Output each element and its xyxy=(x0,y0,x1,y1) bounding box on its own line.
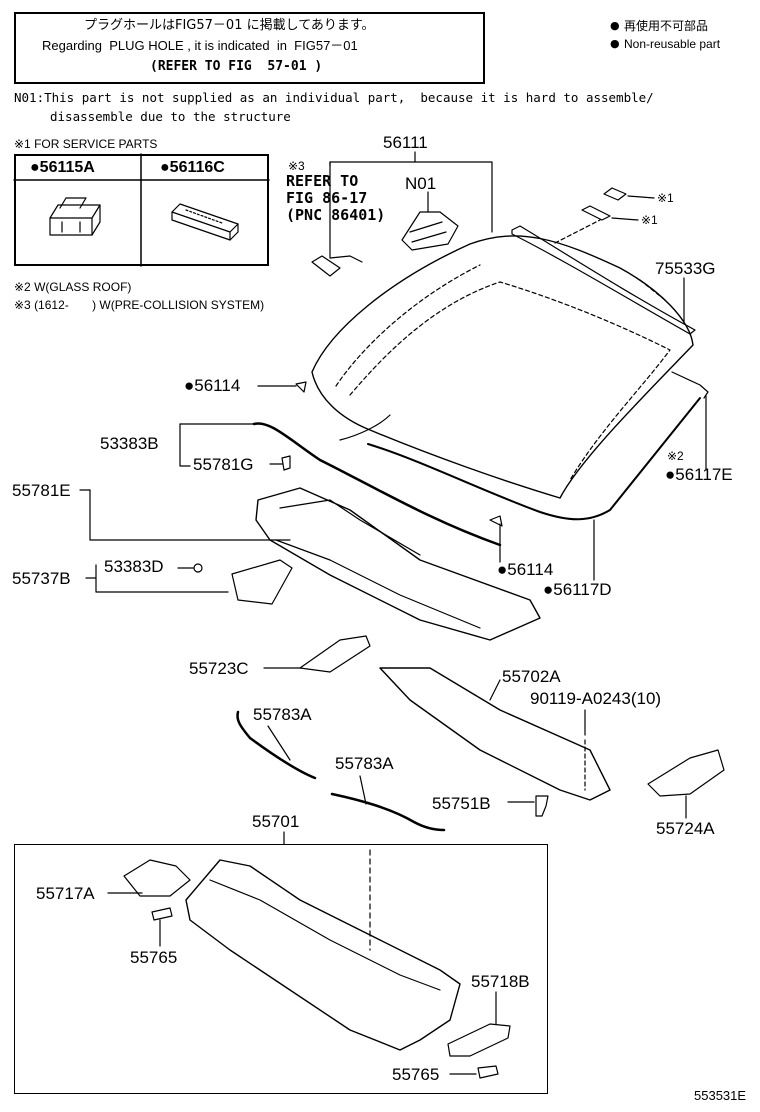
part-55723C-label[interactable]: 55723C xyxy=(189,659,249,678)
windshield-glass-shape xyxy=(311,235,694,499)
legend-jp: 再使用不可部品 xyxy=(624,19,709,33)
part-56115A-label[interactable]: ●56115A xyxy=(30,159,95,176)
clip-mark1-a xyxy=(603,187,627,201)
n01-bracket-shape xyxy=(409,221,447,243)
leader-55783A-b xyxy=(359,775,367,805)
cowl-louver-shape xyxy=(255,487,541,641)
part-56114-label[interactable]: ●56114 xyxy=(497,560,554,579)
part-90119-A0243-label[interactable]: 90119-A0243(10) xyxy=(530,689,662,708)
leader-55781E xyxy=(89,489,291,541)
n01-label: N01 xyxy=(405,174,437,193)
note-en: Regarding PLUG HOLE , it is indicated in… xyxy=(42,38,358,53)
bracket-55718B-shape xyxy=(447,1023,511,1057)
part-53383D-label[interactable]: 53383D xyxy=(104,557,164,576)
windshield-wire xyxy=(339,414,391,441)
part-55702A-label[interactable]: 55702A xyxy=(502,667,561,686)
clip-55781G-shape xyxy=(281,455,291,471)
drawing-id: 553531E xyxy=(694,1088,747,1103)
part-56117E-label[interactable]: ●56117E xyxy=(665,465,733,484)
clip-mark1-b xyxy=(581,205,611,221)
pin-56114-a xyxy=(295,381,307,393)
part-55765-label[interactable]: 55765 xyxy=(392,1065,440,1084)
part-55765-label[interactable]: 55765 xyxy=(130,948,178,967)
seal-55783A-b-shape xyxy=(330,792,446,832)
part-55781E-label[interactable]: 55781E xyxy=(12,481,71,500)
clip-55751B-shape xyxy=(535,795,549,817)
clip-56115A-shape xyxy=(49,197,101,236)
panel-55702A-shape xyxy=(379,667,611,801)
footnote-pre-collision: ※3 (1612- ) W(PRE-COLLISION SYSTEM) xyxy=(14,298,265,312)
refer-mark: ※3 xyxy=(288,159,305,173)
mark1-a: ※1 xyxy=(657,191,674,205)
part-55724A-label[interactable]: 55724A xyxy=(656,819,715,838)
leader-56111 xyxy=(329,161,493,233)
part-55717A-label[interactable]: 55717A xyxy=(36,884,95,903)
part-55783A-label[interactable]: 55783A xyxy=(253,705,312,724)
pad-55765-a-shape xyxy=(151,907,173,921)
leader-mark1 xyxy=(611,217,639,221)
seal-55783A-a-shape xyxy=(236,710,317,780)
bracket-55717A-shape xyxy=(123,859,191,897)
leader-53383B xyxy=(179,423,191,467)
note-jp: プラグホールはFIG57－01 に掲載してあります。 xyxy=(84,18,375,33)
leader-mark1 xyxy=(627,195,655,199)
mark1-b: ※1 xyxy=(641,213,658,227)
legend-dot-icon: ● xyxy=(610,19,620,32)
leader-55702A xyxy=(489,679,501,701)
cowl-top-detail xyxy=(209,879,441,991)
part-55701-label[interactable]: 55701 xyxy=(252,812,300,831)
part-56111-label[interactable]: 56111 xyxy=(383,133,428,152)
footnote-service-parts: ※1 FOR SERVICE PARTS xyxy=(14,137,158,151)
refer-line1: REFER TO xyxy=(286,172,359,190)
legend-en: Non-reusable part xyxy=(624,37,721,51)
cowl-side-55737B-shape xyxy=(231,559,293,605)
n01-note-line2: disassemble due to the structure xyxy=(50,109,291,124)
pin-56114-b xyxy=(489,515,503,527)
part-55751B-label[interactable]: 55751B xyxy=(432,794,491,813)
part-55781G-label[interactable]: 55781G xyxy=(193,455,254,474)
footnote-glass-roof: ※2 W(GLASS ROOF) xyxy=(14,280,132,294)
leader-55783A-a xyxy=(267,725,291,761)
bracket-55724A-shape xyxy=(647,749,725,797)
windshield-inner-line xyxy=(349,281,671,481)
part-55737B-label[interactable]: 55737B xyxy=(12,569,71,588)
dam-56117D-shape xyxy=(367,397,701,521)
windshield-inner-line xyxy=(335,264,481,387)
molding-75533G-shape xyxy=(511,225,696,335)
legend-dot-icon: ● xyxy=(610,37,620,50)
camera-bracket-shape xyxy=(329,255,363,263)
mark2: ※2 xyxy=(667,449,684,463)
seal-53383B-shape xyxy=(252,422,502,547)
cap-53383D-shape xyxy=(193,563,203,573)
dam-56117E-shape xyxy=(671,371,709,399)
cowl-top-55701-shape xyxy=(185,859,461,1051)
clip-56116C-shape xyxy=(171,203,239,241)
bracket-55723C-shape xyxy=(299,635,371,673)
plug-hole-note-box: プラグホールはFIG57－01 に掲載してあります。 Regarding PLU… xyxy=(14,12,485,84)
cowl-louver-detail xyxy=(279,499,421,556)
part-56114-label[interactable]: ●56114 xyxy=(184,376,241,395)
part-55783A-label[interactable]: 55783A xyxy=(335,754,394,773)
pad-55765-b-shape xyxy=(477,1065,499,1079)
cowl-assembly-frame xyxy=(14,844,548,1094)
part-75533G-label[interactable]: 75533G xyxy=(655,259,716,278)
part-56116C-label[interactable]: ●56116C xyxy=(160,159,225,176)
n01-note-line1: N01:This part is not supplied as an indi… xyxy=(14,90,654,105)
note-ref: (REFER TO FIG 57-01 ) xyxy=(150,59,323,74)
refer-line3: (PNC 86401) xyxy=(286,206,386,224)
part-56117D-label[interactable]: ●56117D xyxy=(543,580,612,599)
part-53383B-label[interactable]: 53383B xyxy=(100,434,159,453)
part-55718B-label[interactable]: 55718B xyxy=(471,972,530,991)
leader-55737B xyxy=(95,564,229,593)
n01-bracket-shape xyxy=(401,211,459,251)
cowl-louver-detail xyxy=(275,539,481,629)
refer-line2[interactable]: FIG 86-17 xyxy=(286,189,368,207)
leader-mark1 xyxy=(554,219,666,301)
camera-bracket-shape xyxy=(311,255,341,277)
